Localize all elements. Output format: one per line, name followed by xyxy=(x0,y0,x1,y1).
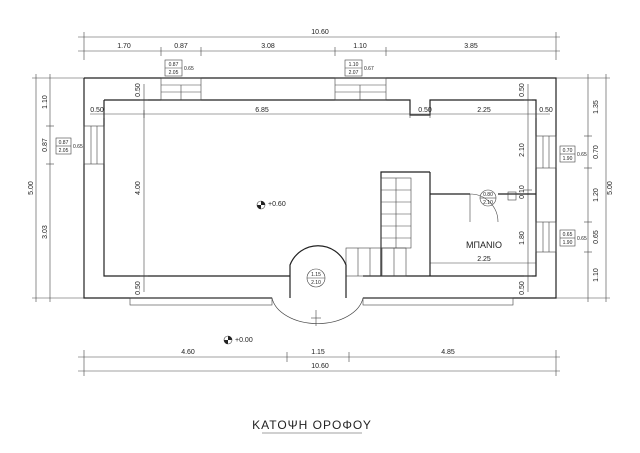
inner-bath-h1-dim: 2.10 xyxy=(519,143,526,157)
inner-bath-width-top-dim: 2.25 xyxy=(477,107,491,114)
inner-right-bottom-wall-dim: 0.50 xyxy=(519,281,526,295)
right-seg-1: 1.35 xyxy=(593,100,600,114)
window-tag-left: 0.87 2.05 0.65 xyxy=(55,137,83,155)
bottom-dimension-chain: 4.60 1.15 4.85 10.60 xyxy=(78,349,560,376)
svg-text:0.65: 0.65 xyxy=(563,232,573,238)
left-total-dim: 5.00 xyxy=(28,181,35,195)
bath-door-width: 0.80 xyxy=(483,192,493,198)
inner-mid-wall-dim: 0.50 xyxy=(418,107,432,114)
window-right-bottom xyxy=(535,221,557,253)
window-top-left xyxy=(160,77,202,101)
svg-text:1.90: 1.90 xyxy=(563,156,573,162)
level-upper-text: +0.60 xyxy=(268,201,286,208)
right-seg-3: 1.20 xyxy=(593,188,600,202)
inner-main-height-dim: 4.00 xyxy=(135,181,142,195)
svg-text:0.67: 0.67 xyxy=(364,66,374,72)
window-tag-top-left: 0.87 2.05 0.65 xyxy=(164,59,194,77)
inner-dimension-lines: 0.50 6.85 0.50 2.25 0.50 0.50 4.00 0.50 … xyxy=(90,83,553,295)
bottom-seg-3: 4.85 xyxy=(441,349,455,356)
right-seg-5: 1.10 xyxy=(593,268,600,282)
svg-text:0.65: 0.65 xyxy=(73,144,83,150)
level-ground-text: +0.00 xyxy=(235,337,253,344)
right-total-dim: 5.00 xyxy=(607,181,614,195)
svg-text:0.65: 0.65 xyxy=(184,66,194,72)
top-seg-4: 1.10 xyxy=(353,43,367,50)
top-seg-5: 3.85 xyxy=(464,43,478,50)
bathroom: ΜΠΑΝΙΟ 0.80 2.10 xyxy=(429,172,536,276)
right-seg-4: 0.65 xyxy=(593,230,600,244)
left-seg-2: 0.87 xyxy=(42,138,49,152)
svg-text:0.65: 0.65 xyxy=(577,236,587,242)
svg-text:2.05: 2.05 xyxy=(59,148,69,154)
svg-text:1.10: 1.10 xyxy=(349,62,359,68)
inner-bottom-wall-dim: 0.50 xyxy=(135,281,142,295)
right-dimension-chain: 5.00 1.35 0.70 1.20 0.65 1.10 xyxy=(556,74,614,302)
bottom-seg-1: 4.60 xyxy=(181,349,195,356)
left-seg-3: 3.03 xyxy=(42,225,49,239)
svg-text:0.87: 0.87 xyxy=(59,140,69,146)
window-left xyxy=(83,125,105,165)
bath-door-height: 2.10 xyxy=(483,200,493,206)
top-seg-3: 3.08 xyxy=(261,43,275,50)
right-seg-2: 0.70 xyxy=(593,145,600,159)
svg-text:2.07: 2.07 xyxy=(349,70,359,76)
svg-text:0.87: 0.87 xyxy=(169,62,179,68)
top-seg-1: 1.70 xyxy=(117,43,131,50)
svg-text:2.05: 2.05 xyxy=(169,70,179,76)
inner-top-wall-dim: 0.50 xyxy=(135,83,142,97)
inner-bath-width-bottom-dim: 2.25 xyxy=(477,256,491,263)
bathroom-label: ΜΠΑΝΙΟ xyxy=(466,240,502,250)
bottom-total-dim: 10.60 xyxy=(311,363,329,370)
entry-door-height: 2.10 xyxy=(311,280,321,286)
window-tag-right-top: 0.70 1.90 0.65 xyxy=(559,145,587,163)
top-total-dim: 10.60 xyxy=(311,29,329,36)
svg-text:0.70: 0.70 xyxy=(563,148,573,154)
staircase xyxy=(345,171,430,277)
svg-text:1.90: 1.90 xyxy=(563,240,573,246)
inner-left-wall-dim: 0.50 xyxy=(90,107,104,114)
window-right-top xyxy=(535,135,557,169)
top-dimension-chain: 10.60 1.70 0.87 3.08 1.10 3.85 xyxy=(78,29,560,60)
bottom-seg-2: 1.15 xyxy=(311,349,325,356)
window-tag-top-right: 1.10 2.07 0.67 xyxy=(344,59,374,77)
inner-main-width-dim: 6.85 xyxy=(255,107,269,114)
drawing-title: ΚΑΤΟΨΗ ΟΡΟΦΟΥ xyxy=(252,418,372,432)
entry-door-width: 1.15 xyxy=(311,272,321,278)
svg-text:0.65: 0.65 xyxy=(577,152,587,158)
inner-bath-h2-dim: 1.80 xyxy=(519,231,526,245)
inner-right-top-wall-dim: 0.50 xyxy=(519,83,526,97)
inner-bath-gap-dim: 0.10 xyxy=(519,185,526,199)
window-tag-right-bottom: 0.65 1.90 0.65 xyxy=(559,229,587,247)
level-marker-ground: +0.00 xyxy=(223,335,253,345)
level-marker-upper: +0.60 xyxy=(256,200,286,210)
top-seg-2: 0.87 xyxy=(174,43,188,50)
left-seg-1: 1.10 xyxy=(42,95,49,109)
inner-right-wall-dim: 0.50 xyxy=(539,107,553,114)
entry-door: 1.15 2.10 xyxy=(271,245,364,326)
window-top-right xyxy=(334,77,387,101)
left-dimension-chain: 5.00 1.10 0.87 3.03 xyxy=(28,74,84,302)
